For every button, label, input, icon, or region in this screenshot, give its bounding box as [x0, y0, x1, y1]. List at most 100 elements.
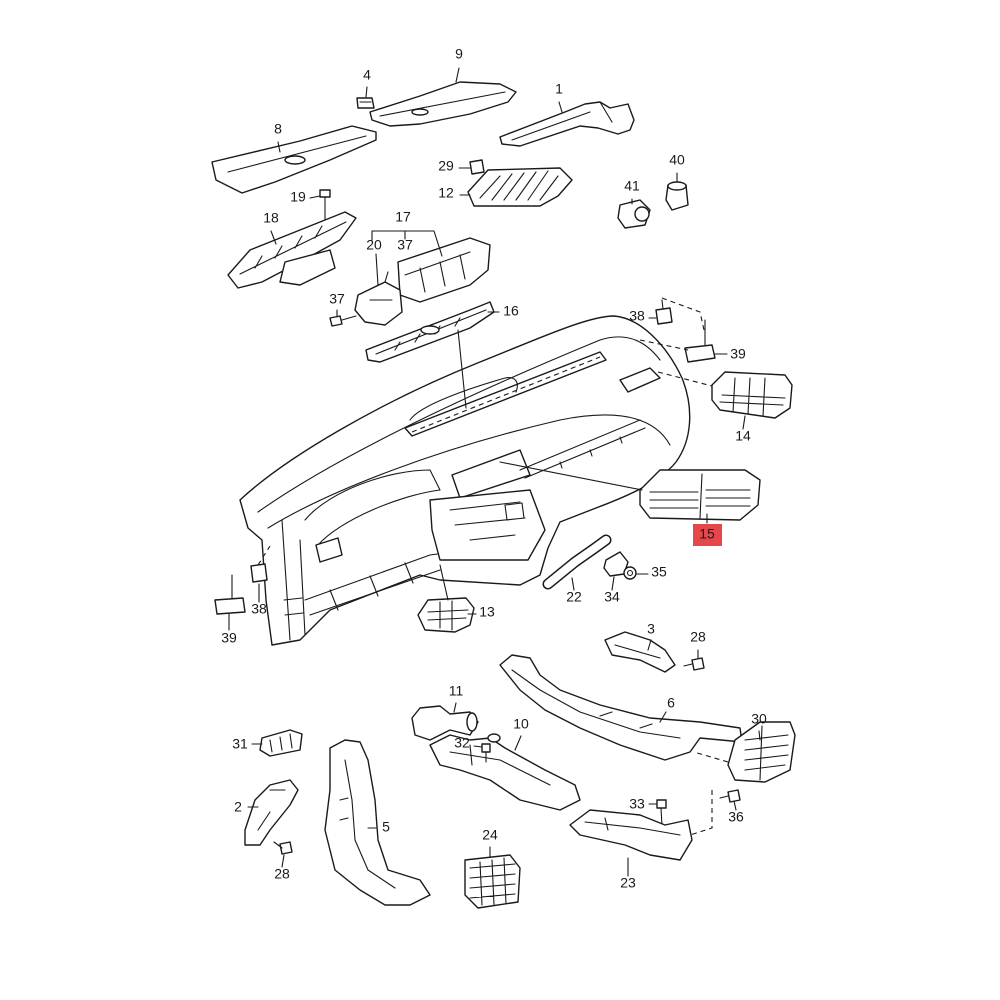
part-14	[711, 371, 793, 419]
callout-24: 24	[482, 827, 498, 843]
part-28-left	[273, 841, 293, 855]
callout-28-right: 28	[690, 629, 706, 645]
dashed-line-dash-14	[657, 371, 713, 387]
part-35	[623, 566, 637, 580]
callout-29: 29	[438, 158, 454, 174]
part-2	[244, 779, 299, 846]
instrument-cluster-hood	[304, 469, 441, 546]
callout-9: 9	[455, 46, 463, 62]
leader-line-28-left	[281, 854, 285, 868]
callout-1: 1	[555, 81, 563, 97]
callout-41: 41	[624, 178, 640, 194]
callout-33: 33	[629, 796, 645, 812]
leader-line-36	[733, 800, 737, 811]
part-41	[617, 199, 651, 229]
leader-line-9	[455, 67, 460, 83]
part-29	[469, 159, 485, 175]
part-8	[211, 125, 377, 194]
callout-17: 17	[395, 209, 411, 225]
callout-37-upper: 37	[397, 237, 413, 253]
leader-lines	[228, 67, 761, 877]
callout-22: 22	[566, 589, 582, 605]
leader-line-30	[758, 730, 761, 741]
part-40	[665, 181, 689, 211]
callout-32: 32	[454, 735, 470, 751]
leader-line-22	[571, 577, 575, 591]
part-1	[499, 101, 635, 147]
part-15	[639, 469, 761, 521]
leader-line-1	[558, 101, 563, 113]
part-10	[429, 733, 581, 811]
center-console	[429, 489, 546, 561]
callout-38-left: 38	[251, 601, 267, 617]
center-display	[451, 449, 531, 499]
callout-18: 18	[263, 210, 279, 226]
callout-37-left: 37	[329, 291, 345, 307]
part-11	[411, 705, 479, 741]
leader-bracket-17	[371, 230, 443, 257]
part-31	[259, 729, 303, 757]
part-38-left	[250, 563, 268, 583]
callout-3: 3	[647, 621, 655, 637]
part-22	[542, 534, 612, 590]
part-37-vent-housing	[397, 237, 491, 303]
part-9	[369, 81, 517, 127]
part-39-left	[214, 574, 246, 615]
dashed-line-dash-39	[639, 339, 689, 351]
dashboard-panel	[239, 315, 691, 646]
callout-23: 23	[620, 875, 636, 891]
part-37-screw	[329, 315, 357, 327]
callout-39-left: 39	[221, 630, 237, 646]
callout-16: 16	[503, 303, 519, 319]
callout-15: 15	[699, 526, 715, 542]
leader-line-19	[309, 195, 321, 199]
part-16	[365, 301, 495, 363]
leader-line-8	[277, 141, 281, 153]
leader-line-11	[453, 702, 457, 713]
callout-labels: 9 4 1 8 29 40 12 41 19 18 17 20 37 37 16…	[221, 46, 767, 891]
part-36	[719, 789, 741, 803]
callout-20: 20	[366, 237, 382, 253]
part-13	[417, 597, 475, 633]
callout-35: 35	[651, 564, 667, 580]
callout-34: 34	[604, 589, 620, 605]
right-pad	[619, 367, 661, 393]
center-console-details	[449, 501, 526, 541]
dashed-line-38-39	[661, 297, 705, 331]
callout-19: 19	[290, 189, 306, 205]
callout-11: 11	[449, 683, 464, 699]
leader-line-3	[647, 639, 652, 651]
callout-2: 2	[234, 799, 242, 815]
callout-31: 31	[232, 736, 248, 752]
right-trim-strip	[519, 419, 646, 479]
assembly-lines	[257, 297, 729, 836]
part-18	[227, 211, 357, 289]
dashed-line-38-left	[257, 545, 271, 566]
part-20	[354, 271, 403, 326]
callout-13: 13	[479, 604, 495, 620]
leader-line-13-to-dash	[439, 564, 449, 601]
leader-line-6	[659, 711, 667, 723]
callout-28-left: 28	[274, 866, 290, 882]
callout-10: 10	[513, 716, 529, 732]
callout-5: 5	[382, 819, 390, 835]
highlight-box-15	[693, 524, 722, 546]
callout-6: 6	[667, 695, 675, 711]
part-6	[499, 654, 743, 761]
speaker-cover	[409, 377, 518, 421]
leader-line-18	[270, 230, 277, 245]
part-38-right	[655, 299, 673, 325]
leader-line-14	[742, 415, 746, 430]
part-3	[604, 631, 676, 673]
part-39-right	[684, 319, 716, 363]
callout-12: 12	[438, 185, 454, 201]
dashed-line-36-23	[689, 790, 713, 836]
defrost-grille	[411, 356, 601, 433]
left-column	[281, 519, 306, 641]
top-pad-edge	[267, 414, 671, 529]
callout-38-right: 38	[629, 308, 645, 324]
part-28-right	[683, 657, 705, 671]
leader-line-10	[514, 735, 522, 751]
part-24	[464, 854, 521, 909]
